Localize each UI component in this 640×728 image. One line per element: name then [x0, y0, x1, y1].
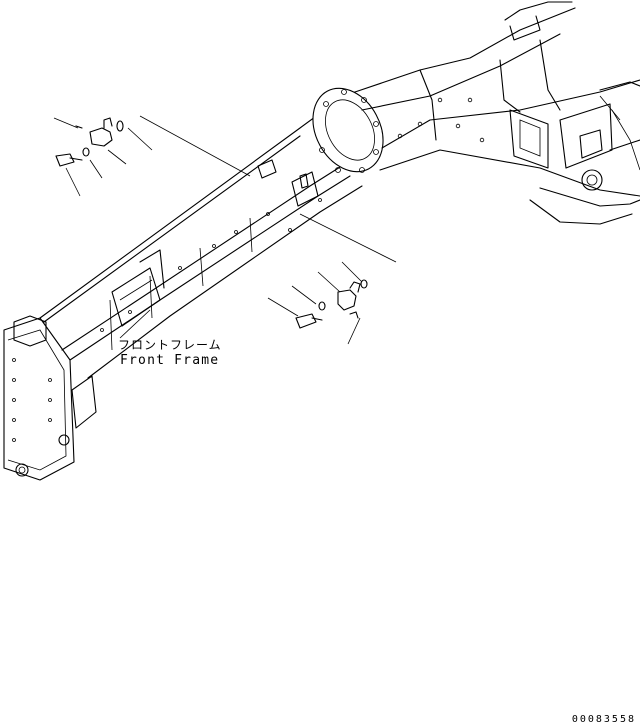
part-name-en: Front Frame	[120, 353, 220, 368]
fittings-group-lower	[267, 213, 397, 345]
fittings-group-upper	[53, 115, 251, 197]
label-leader	[119, 309, 151, 339]
reference-code: 00083558	[571, 714, 636, 725]
rear-frame-section	[354, 1, 640, 225]
front-end-plate	[3, 315, 97, 481]
beam-bolt-holes	[100, 198, 322, 332]
mounted-bracket	[257, 159, 319, 207]
part-name-jp: フロントフレーム	[118, 338, 222, 352]
pivot-flange	[312, 87, 384, 173]
